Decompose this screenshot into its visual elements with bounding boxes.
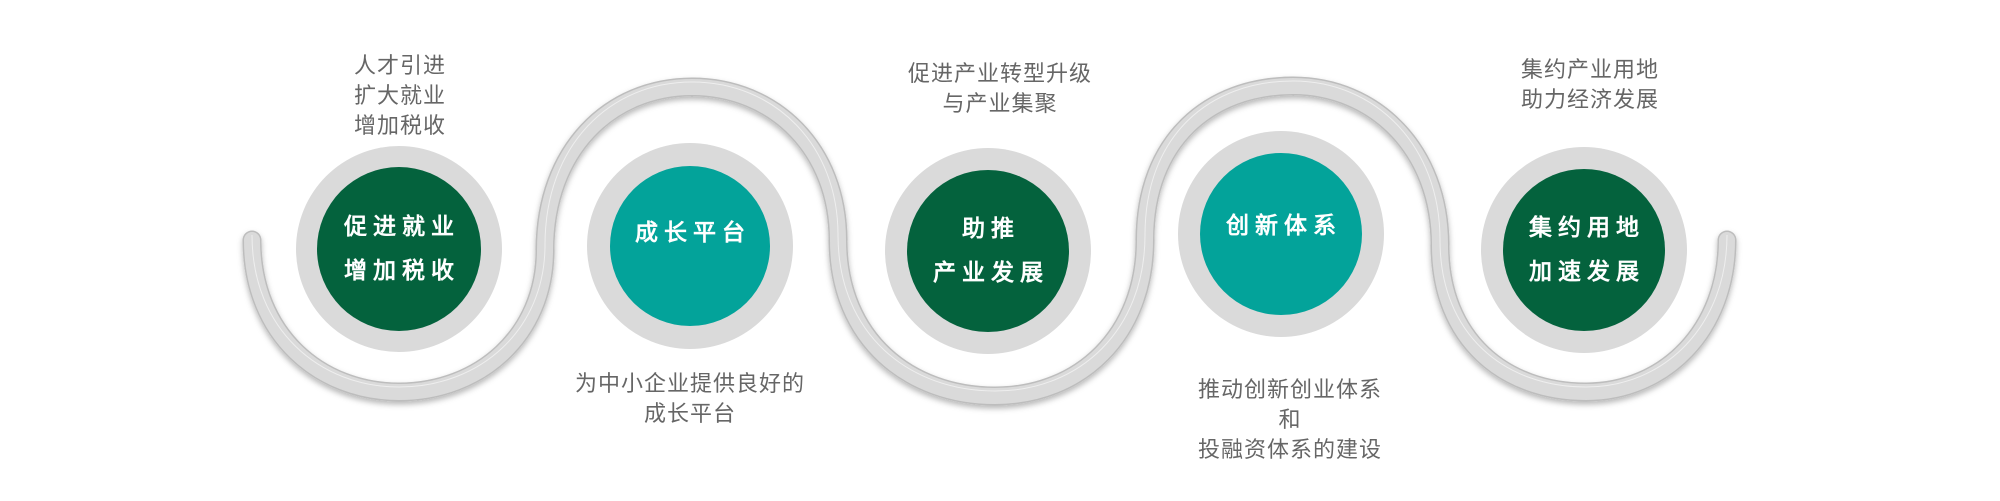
step-1-caption-line-2: 扩大就业 (353, 84, 446, 109)
step-1-caption-line-3: 增加税收 (353, 114, 446, 139)
step-5-caption-line-1: 集约产业用地 (1520, 58, 1659, 83)
step-4-ring: 创新体系 (1178, 131, 1384, 337)
step-2-title-line-1: 成长平台 (635, 220, 751, 246)
step-5-caption-line-2: 助力经济发展 (1520, 88, 1659, 113)
step-1-title-line-1: 促进就业 (344, 214, 460, 240)
step-5-circle: 集约用地 加速发展 (1503, 169, 1665, 331)
step-2-caption-line-2: 成长平台 (643, 402, 736, 427)
step-4-caption-line-1: 推动创新创业体系 (1197, 378, 1382, 403)
step-1-circle: 促进就业 增加税收 (317, 167, 481, 331)
step-3-title-line-2: 产业发展 (933, 260, 1049, 286)
step-5-ring: 集约用地 加速发展 (1481, 147, 1687, 353)
step-2-ring: 成长平台 (587, 143, 793, 349)
step-5-title-line-2: 加速发展 (1529, 259, 1645, 285)
step-1-caption-line-1: 人才引进 (353, 54, 446, 79)
step-5-title-line-1: 集约用地 (1529, 215, 1645, 241)
step-5-caption: 集约产业用地 助力经济发展 (1480, 56, 1700, 116)
step-3-title-line-1: 助推 (962, 216, 1020, 242)
step-1-ring: 促进就业 增加税收 (296, 146, 502, 352)
step-3-caption-line-2: 与产业集聚 (942, 92, 1058, 117)
step-1-title-line-2: 增加税收 (344, 258, 460, 284)
step-3-ring: 助推 产业发展 (885, 148, 1091, 354)
step-1-caption: 人才引进 扩大就业 增加税收 (300, 52, 500, 142)
step-4-caption-line-2: 和 (1278, 408, 1302, 433)
step-2-caption: 为中小企业提供良好的 成长平台 (540, 370, 840, 430)
step-4-circle: 创新体系 (1200, 153, 1362, 315)
step-4-caption-line-3: 投融资体系的建设 (1197, 438, 1382, 463)
step-2-circle: 成长平台 (610, 166, 770, 326)
step-3-caption: 促进产业转型升级 与产业集聚 (860, 60, 1140, 120)
step-4-caption: 推动创新创业体系 和 投融资体系的建设 (1160, 376, 1420, 466)
step-3-caption-line-1: 促进产业转型升级 (907, 62, 1092, 87)
step-4-title-line-1: 创新体系 (1226, 213, 1342, 239)
step-3-circle: 助推 产业发展 (907, 170, 1069, 332)
step-2-caption-line-1: 为中小企业提供良好的 (574, 372, 805, 397)
